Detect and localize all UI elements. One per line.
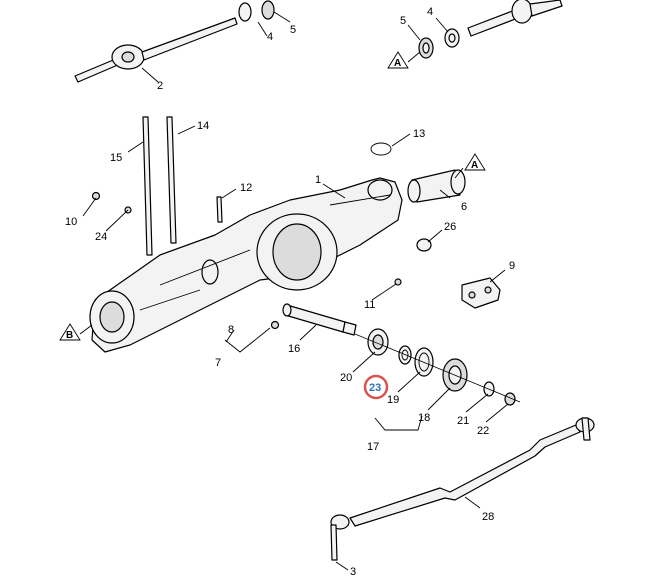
label-9: 9: [509, 260, 515, 272]
callout-a-left: A: [387, 51, 421, 69]
label-26: 26: [444, 221, 456, 233]
label-16: 16: [288, 343, 300, 355]
svg-text:B: B: [66, 330, 73, 341]
label-24: 24: [95, 231, 107, 243]
part-19-cup: [414, 347, 434, 377]
part-5-ring-right: [418, 37, 434, 59]
part-5-ring-left: [261, 0, 275, 20]
part-11-bolt: [394, 278, 402, 286]
part-15-stud: [142, 116, 153, 256]
label-18: 18: [418, 412, 430, 424]
label-7: 7: [215, 357, 221, 369]
bearing-axis-line: [354, 333, 521, 403]
label-5-right: 5: [400, 15, 406, 27]
highlight-part-23[interactable]: 23: [363, 374, 389, 400]
part-2-drive-shaft: [74, 17, 238, 83]
part-number-labels: 2 4 5 5 4 13 14 15 1 12 10 24 6 26 9 11 …: [65, 6, 515, 578]
label-17: 17: [367, 441, 379, 453]
label-2: 2: [157, 80, 163, 92]
part-14-stud: [166, 116, 177, 244]
label-8: 8: [228, 324, 234, 336]
part-10-bolt: [91, 191, 101, 201]
label-10: 10: [65, 216, 77, 228]
part-4-seal-left: [238, 2, 252, 22]
leader-lines: [82, 11, 509, 571]
part-1-axle-housing: [89, 177, 403, 353]
part-16-axle-shaft: [282, 303, 357, 336]
label-14: 14: [197, 120, 209, 132]
part-8-nut: [270, 320, 280, 330]
callout-a-right: A: [454, 153, 486, 179]
part-9-actuator: [461, 277, 501, 309]
svg-text:A: A: [394, 58, 401, 69]
label-5-left: 5: [290, 24, 296, 36]
label-22: 22: [477, 425, 489, 437]
label-15: 15: [110, 152, 122, 164]
callout-b: B: [59, 323, 93, 341]
label-28: 28: [482, 511, 494, 523]
label-1: 1: [315, 174, 321, 186]
part-6-pinion-yoke: [407, 169, 466, 203]
label-3: 3: [350, 566, 356, 578]
label-4-left: 4: [267, 31, 273, 43]
label-12: 12: [240, 182, 252, 194]
part-20-bearing: [367, 328, 389, 356]
part-26-plug: [416, 238, 432, 252]
part-28-tie-rod: [330, 417, 595, 561]
label-6: 6: [461, 201, 467, 213]
label-20: 20: [340, 372, 352, 384]
part-13-o-ring: [370, 142, 392, 156]
label-19: 19: [387, 394, 399, 406]
svg-text:A: A: [471, 160, 478, 171]
part-22-nut: [504, 392, 516, 406]
part-4-seal-right: [444, 28, 460, 48]
label-4-right: 4: [427, 6, 433, 18]
label-21: 21: [457, 415, 469, 427]
label-13: 13: [413, 128, 425, 140]
label-11: 11: [364, 299, 375, 311]
part-right-drive-shaft: [467, 0, 563, 37]
part-12-bolt: [216, 196, 223, 223]
svg-text:23: 23: [369, 382, 381, 394]
